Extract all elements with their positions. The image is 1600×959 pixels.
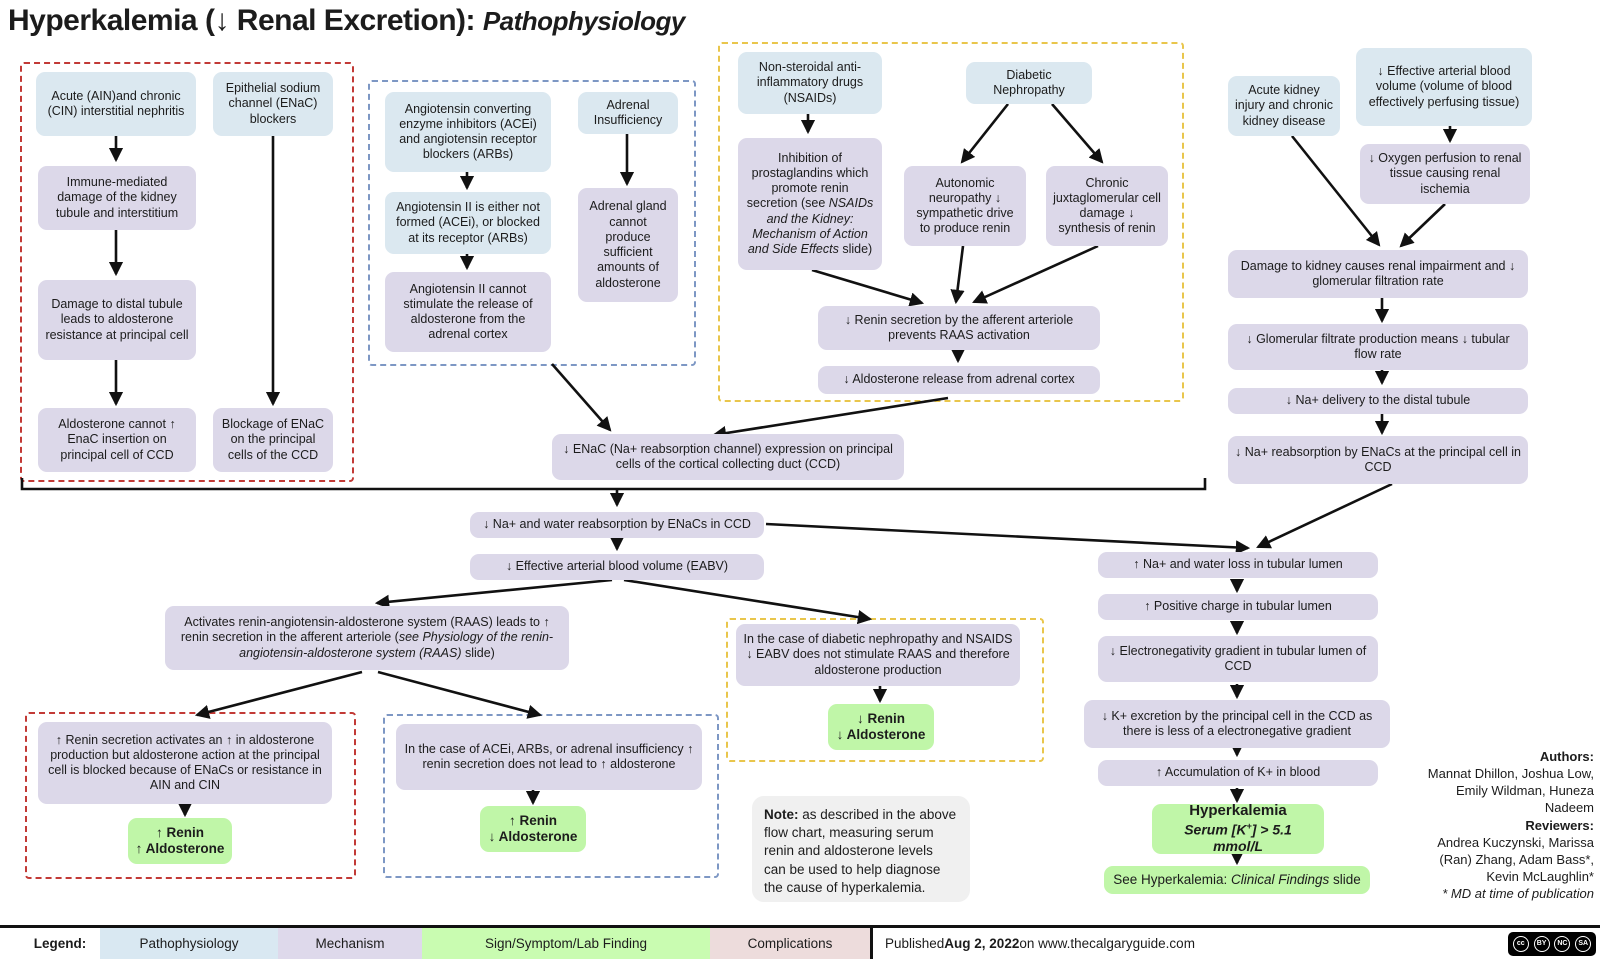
node-renin-up-aldosterone-up: ↑ Renin ↑ Aldosterone <box>128 818 232 864</box>
author-line: Emily Wildman, Huneza <box>1456 783 1594 799</box>
node-oxygen-perfusion-low: ↓ Oxygen perfusion to renal tissue causi… <box>1360 144 1530 204</box>
cc-license-badge: cc BY NC SA <box>1508 931 1596 956</box>
node-immune-damage: Immune-mediated damage of the kidney tub… <box>38 166 196 230</box>
node-aldosterone-cannot-enac: Aldosterone cannot ↑ EnaC insertion on p… <box>38 408 196 472</box>
node-na-water-loss: ↑ Na+ and water loss in tubular lumen <box>1098 552 1378 578</box>
hyperkalemia-title: Hyperkalemia <box>1189 802 1287 820</box>
node-k-accumulation: ↑ Accumulation of K+ in blood <box>1098 760 1378 786</box>
node-positive-charge: ↑ Positive charge in tubular lumen <box>1098 594 1378 620</box>
cc-icon: cc <box>1512 935 1529 952</box>
node-na-delivery-low: ↓ Na+ delivery to the distal tubule <box>1228 388 1528 414</box>
node-hyperkalemia-finding: Hyperkalemia Serum [K+] > 5.1 mmol/L <box>1152 802 1324 855</box>
node-aldosterone-release-low: ↓ Aldosterone release from adrenal corte… <box>818 366 1100 394</box>
reviewer-line: Kevin McLaughlin* <box>1486 869 1594 885</box>
node-angiotensin-ii-blocked: Angiotensin II is either not formed (ACE… <box>385 192 551 254</box>
published-line: Published Aug 2, 2022 on www.thecalgaryg… <box>870 928 1508 959</box>
node-enac-blockage-ccd: Blockage of ENaC on the principal cells … <box>213 408 333 472</box>
node-k-excretion-low: ↓ K+ excretion by the principal cell in … <box>1084 700 1390 748</box>
author-line: Mannat Dhillon, Joshua Low, <box>1427 766 1594 782</box>
legend-item-pathophysiology: Pathophysiology <box>100 928 278 959</box>
node-nsaids: Non-steroidal anti-inflammatory drugs (N… <box>738 52 882 114</box>
node-diabetic-nsaids-case: In the case of diabetic nephropathy and … <box>736 624 1020 686</box>
node-adrenal-gland-cannot-produce: Adrenal gland cannot produce sufficient … <box>578 188 678 302</box>
raas-slide-ref: see Physiology of the renin-angiotensin-… <box>239 630 554 660</box>
node-na-reabsorption-enacs-ccd: ↓ Na+ reabsorption by ENaCs at the princ… <box>1228 436 1528 484</box>
node-prostaglandin-inhibition: Inhibition of prostaglandins which promo… <box>738 138 882 270</box>
node-acute-chronic-nephritis: Acute (AIN)and chronic (CIN) interstitia… <box>36 72 196 136</box>
group-acei-arbs <box>368 80 696 366</box>
node-angiotensin-ii-cannot-stimulate: Angiotensin II cannot stimulate the rele… <box>385 272 551 352</box>
node-eabv-low: ↓ Effective arterial blood volume (EABV) <box>470 554 764 580</box>
group-nsaids-diabetic <box>718 42 1184 402</box>
note-box: Note: as described in the above flow cha… <box>752 796 970 902</box>
group-nephritis-outcome <box>25 712 356 879</box>
node-na-water-reabsorption-low: ↓ Na+ and water reabsorption by ENaCs in… <box>470 512 764 538</box>
node-raas-activation: Activates renin-angiotensin-aldosterone … <box>165 606 569 670</box>
title-subtitle: Pathophysiology <box>482 6 685 36</box>
node-electronegativity-low: ↓ Electronegativity gradient in tubular … <box>1098 636 1378 682</box>
node-kidney-damage-gfr: Damage to kidney causes renal impairment… <box>1228 250 1528 298</box>
group-acei-outcome <box>383 714 719 878</box>
reviewers-label: Reviewers: <box>1525 817 1594 833</box>
node-see-clinical-findings: See Hyperkalemia: Clinical Findings slid… <box>1104 866 1370 894</box>
node-aki-ckd: Acute kidney injury and chronic kidney d… <box>1228 76 1340 136</box>
prostaglandin-text: Inhibition of prostaglandins which promo… <box>746 150 869 211</box>
authors-label: Authors: <box>1539 749 1594 764</box>
md-footnote: * MD at time of publication <box>1442 886 1594 902</box>
group-diabetic-outcome <box>726 618 1044 762</box>
node-diabetic-nephropathy: Diabetic Nephropathy <box>966 62 1092 104</box>
title-main: Hyperkalemia (↓ Renal Excretion): <box>8 4 483 37</box>
node-distal-tubule-damage: Damage to distal tubule leads to aldoste… <box>38 280 196 360</box>
group-interstitial-nephritis <box>20 62 354 482</box>
legend-item-complications: Complications <box>710 928 870 959</box>
credits-block: Authors: Mannat Dhillon, Joshua Low, Emi… <box>1392 748 1594 902</box>
node-renin-activates-blocked: ↑ Renin secretion activates an ↑ in aldo… <box>38 722 332 804</box>
note-label: Note: <box>764 807 799 822</box>
published-date: Aug 2, 2022 <box>944 936 1020 951</box>
prostaglandin-slide-ref: NSAIDs and the Kidney: Mechanism of Acti… <box>747 196 874 257</box>
page-title: Hyperkalemia (↓ Renal Excretion): Pathop… <box>8 4 685 38</box>
hyperkalemia-lab-value: Serum [K+] > 5.1 mmol/L <box>1184 820 1292 855</box>
node-enac-expression-low: ↓ ENaC (Na+ reabsorption channel) expres… <box>552 434 904 480</box>
legend-item-mechanism: Mechanism <box>278 928 422 959</box>
cc-sa-icon: SA <box>1575 935 1592 952</box>
node-enac-blockers: Epithelial sodium channel (ENaC) blocker… <box>213 72 333 136</box>
node-juxtaglomerular-damage: Chronic juxtaglomerular cell damage ↓ sy… <box>1046 166 1168 246</box>
clinical-findings-slide-ref: Clinical Findings <box>1231 871 1330 887</box>
node-glomerular-filtrate-low: ↓ Glomerular filtrate production means ↓… <box>1228 324 1528 370</box>
legend-bar: Legend: Pathophysiology Mechanism Sign/S… <box>0 925 1600 959</box>
reviewer-line: Andrea Kuczynski, Marissa <box>1437 834 1594 850</box>
node-renin-secretion-low: ↓ Renin secretion by the afferent arteri… <box>818 306 1100 350</box>
node-adrenal-insufficiency: Adrenal Insufficiency <box>578 92 678 134</box>
cc-by-icon: BY <box>1533 935 1550 952</box>
cc-nc-icon: NC <box>1554 935 1571 952</box>
node-acei-arbs: Angiotensin converting enzyme inhibitors… <box>385 92 551 172</box>
legend-item-sign-symptom: Sign/Symptom/Lab Finding <box>422 928 710 959</box>
note-text: as described in the above flow chart, me… <box>764 807 957 895</box>
node-autonomic-neuropathy: Autonomic neuropathy ↓ sympathetic drive… <box>904 166 1026 246</box>
author-line: Nadeem <box>1544 800 1594 816</box>
legend-label: Legend: <box>33 936 87 951</box>
node-renin-up-aldosterone-down: ↑ Renin ↓ Aldosterone <box>480 806 586 852</box>
node-acei-case: In the case of ACEi, ARBs, or adrenal in… <box>396 724 702 790</box>
raas-text: Activates renin-angiotensin-aldosterone … <box>180 615 550 645</box>
node-low-eabv-cause: ↓ Effective arterial blood volume (volum… <box>1356 48 1532 126</box>
reviewer-line: (Ran) Zhang, Adam Bass*, <box>1439 851 1594 867</box>
node-renin-down-aldosterone-down: ↓ Renin ↓ Aldosterone <box>828 704 934 750</box>
